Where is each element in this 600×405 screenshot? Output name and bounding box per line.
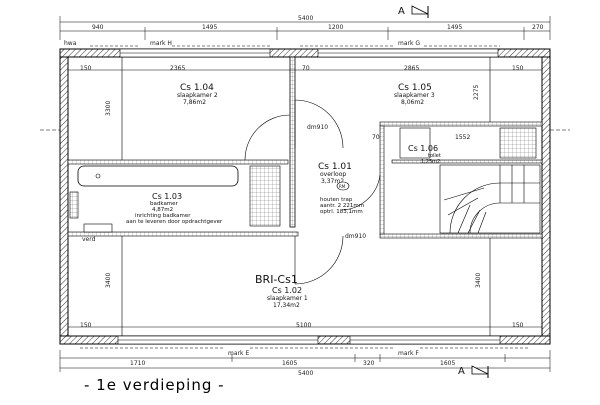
svg-text:2275: 2275 [473, 85, 480, 100]
room-name: slaapkamer 3 [394, 92, 435, 99]
section-letter-bottom: A [458, 366, 465, 377]
bath-note-1: inrichting badkamer [135, 213, 191, 219]
svg-text:150: 150 [512, 322, 524, 329]
room-area: 7,86m2 [183, 99, 206, 106]
door-label-lower: dm910 [345, 233, 366, 240]
dimension-top: 5400 940 1495 1200 1495 270 [59, 15, 551, 40]
svg-text:3400: 3400 [105, 273, 112, 288]
svg-text:70: 70 [302, 65, 310, 72]
mark-f: mark F [398, 350, 419, 357]
floor-caption: - 1e verdieping - [84, 376, 225, 394]
svg-text:2365: 2365 [170, 65, 185, 72]
bathroom-fixtures [69, 165, 281, 233]
dim-bottom-1: 1710 [130, 360, 145, 367]
room-code: Cs 1.03 [152, 192, 182, 201]
svg-text:150: 150 [80, 322, 92, 329]
room-code: Cs 1.04 [180, 83, 214, 93]
dim-top-2: 1495 [202, 24, 217, 31]
svg-text:3400: 3400 [475, 273, 482, 288]
door-label-upper: dm910 [307, 124, 328, 131]
room-cs-1-02: BRI-Cs1 Cs 1.02 slaapkamer 1 17,34m2 [255, 273, 308, 309]
room-code: Cs 1.02 [272, 286, 302, 295]
stair-note-2: aantr. 2 221mm [320, 203, 364, 209]
dim-bottom-total: 5400 [298, 370, 313, 377]
mark-hwa: hwa [64, 40, 77, 47]
edge-dimensions: 150 150 2365 2865 70 150 150 5100 3300 2… [68, 65, 542, 329]
windows-bottom [117, 335, 501, 345]
dim-bottom-3: 320 [363, 360, 375, 367]
rm-symbol: RM [339, 184, 346, 189]
room-area: 3,37m2 [321, 178, 344, 185]
toilet-door-dim: 1552 [455, 134, 470, 141]
room-name: slaapkamer 2 [177, 92, 218, 99]
dimension-bottom: 1710 1605 320 1605 5400 [59, 350, 551, 377]
mark-h: mark H [150, 40, 172, 47]
dim-top-total: 5400 [298, 15, 313, 22]
svg-text:150: 150 [512, 65, 524, 72]
svg-text:2865: 2865 [404, 65, 419, 72]
mark-e: mark E [228, 350, 249, 357]
marks-top: hwa mark H mark G [64, 40, 500, 47]
windows-top [119, 48, 499, 58]
room-area: 8,06m2 [401, 99, 424, 106]
mark-g: mark G [398, 40, 420, 47]
section-marker-top: A [398, 5, 429, 18]
dim-bottom-4: 1605 [440, 360, 455, 367]
room-area: 17,34m2 [273, 302, 300, 309]
stair [399, 127, 541, 234]
dim-70: 70 [372, 134, 380, 141]
dim-top-5: 270 [532, 24, 544, 31]
room-cs-1-03: Cs 1.03 badkamer 4,87m2 inrichting badka… [126, 192, 223, 225]
room-code: Cs 1.01 [318, 162, 352, 172]
stair-note-3: optrl. 183,1mm [320, 209, 363, 215]
apartment-label: BRI-Cs1 [255, 273, 298, 286]
svg-text:3300: 3300 [105, 101, 112, 116]
room-cs-1-01: Cs 1.01 overloop 3,37m2 RM houten trap a… [318, 162, 364, 215]
dim-top-4: 1495 [447, 24, 462, 31]
svg-text:150: 150 [80, 65, 92, 72]
section-letter-top: A [398, 6, 405, 17]
bath-note-2: aan te leveren door opdrachtgever [126, 219, 223, 225]
room-name: toilet [428, 153, 441, 159]
doors [244, 99, 381, 285]
room-area: 1,25m2 [421, 159, 440, 165]
stair-note-1: houten trap [320, 197, 353, 203]
inner-walls [67, 56, 543, 336]
room-name: badkamer [150, 201, 179, 207]
dim-top-1: 940 [92, 24, 104, 31]
dim-bottom-2: 1605 [282, 360, 297, 367]
room-cs-1-05: Cs 1.05 slaapkamer 3 8,06m2 [394, 83, 435, 106]
room-cs-1-04: Cs 1.04 slaapkamer 2 7,86m2 [177, 83, 218, 106]
room-code: Cs 1.06 [408, 144, 438, 153]
marks-bottom: mark E mark F [80, 347, 530, 357]
room-cs-1-06: Cs 1.06 toilet 1,25m2 1552 70 [372, 134, 470, 165]
room-code: Cs 1.05 [398, 83, 432, 93]
room-name: overloop [320, 171, 346, 178]
verd-label: verd [82, 236, 96, 243]
room-area: 4,87m2 [152, 207, 173, 213]
section-marker-bottom: A [458, 365, 489, 378]
room-name: slaapkamer 1 [267, 295, 308, 302]
dim-top-3: 1200 [328, 24, 343, 31]
svg-text:5100: 5100 [296, 322, 311, 329]
